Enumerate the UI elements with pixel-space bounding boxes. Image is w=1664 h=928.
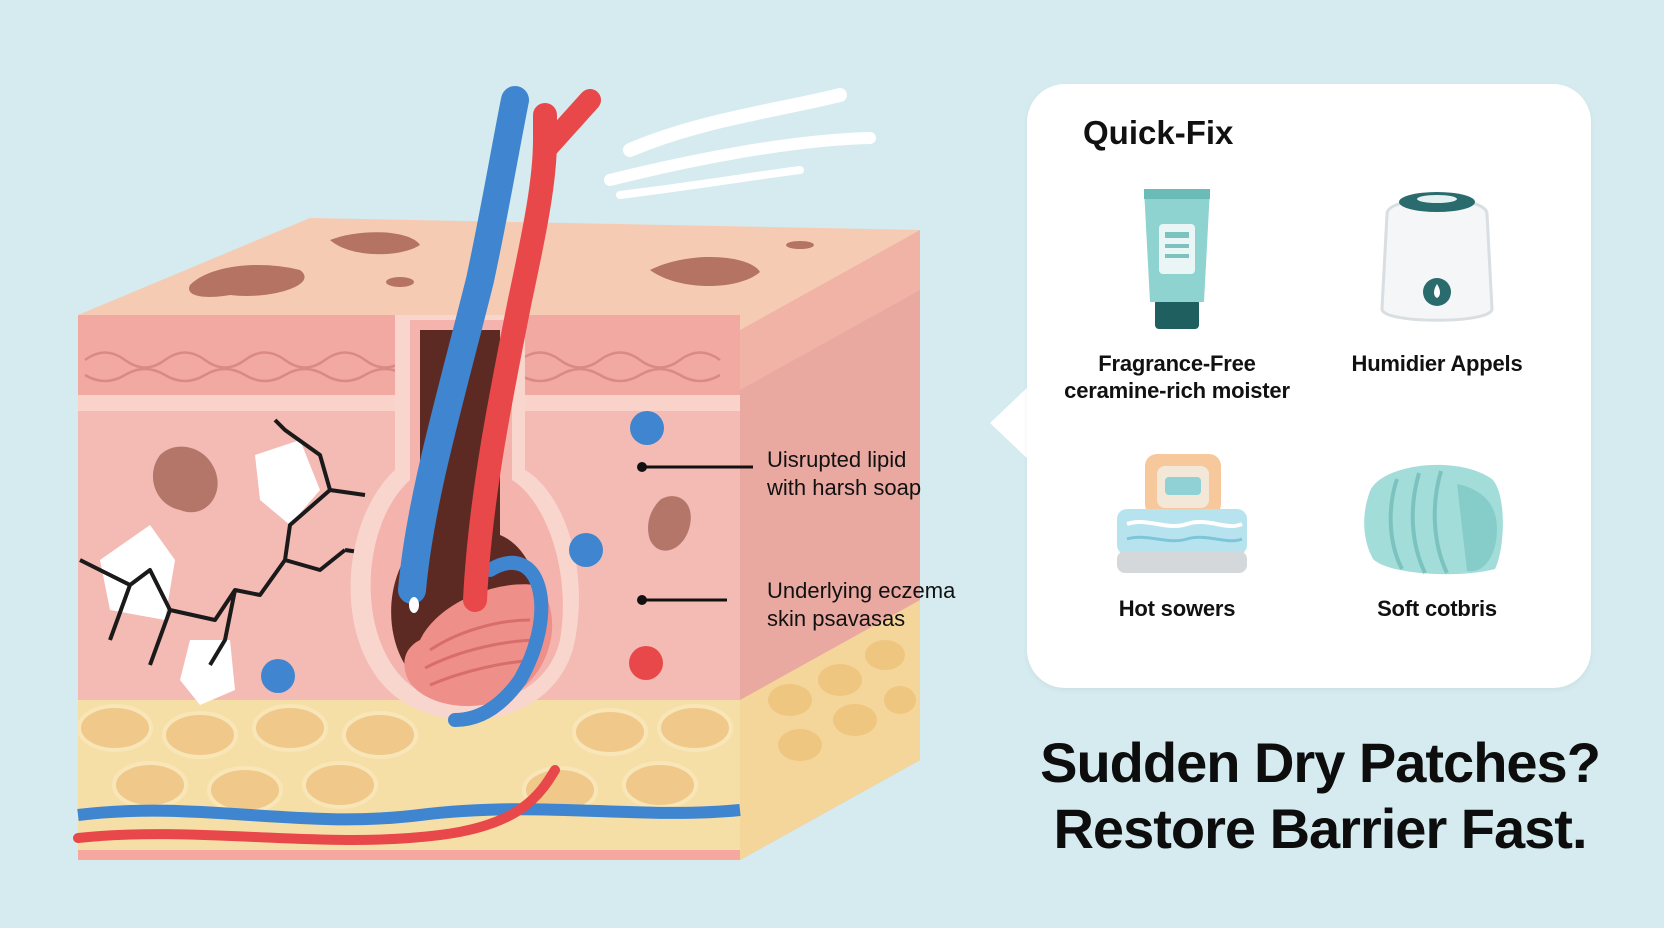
quickfix-label-shower: Hot sowers — [1118, 596, 1236, 621]
callout-eczema-leader — [637, 595, 727, 605]
callout-eczema-label: Underlying eczema skin psavasas — [767, 578, 956, 631]
headline-line-1: Sudden Dry Patches? — [1040, 731, 1601, 794]
bottom-vein — [77, 803, 741, 826]
side-epidermis-layer — [740, 230, 920, 390]
bottom-artery — [73, 765, 560, 845]
hot-shower-icon — [1117, 454, 1247, 573]
artery-fork — [534, 89, 601, 161]
headline-line-2: Restore Barrier Fast. — [1053, 797, 1587, 860]
quickfix-label-humidifier: Humidier Appels — [1351, 351, 1523, 376]
callout-lipid-label: Uisrupted lipid with harsh soap — [767, 447, 922, 500]
dry-patch-spots — [189, 232, 814, 297]
marker-dot-blue-3 — [261, 659, 295, 693]
vein-loop — [448, 556, 549, 727]
humidifier-icon — [1380, 192, 1494, 322]
pigment-spots — [152, 446, 691, 551]
quickfix-card: Quick-Fix Fragrance-Free ceramine-rich m… — [1027, 84, 1591, 688]
marker-dot-blue-1 — [630, 411, 664, 445]
droplet-icon — [409, 597, 419, 613]
epidermis-cell-pattern — [84, 351, 721, 383]
skin-block-top-face — [78, 218, 920, 330]
marker-dot-red — [629, 646, 663, 680]
soft-towel-icon — [1364, 464, 1503, 575]
dry-air-swoosh-icon — [604, 88, 876, 199]
vein-vessel — [398, 86, 529, 604]
quickfix-title: Quick-Fix — [1083, 114, 1234, 151]
callout-lipid-leader — [637, 462, 753, 472]
marker-dot-blue-2 — [569, 533, 603, 567]
quickfix-label-moisturizer: Fragrance-Free ceramine-rich moister — [1064, 351, 1290, 403]
dry-skin-cracks — [79, 418, 406, 705]
quickfix-card-pointer — [990, 385, 1030, 461]
moisturizer-tube-icon — [1144, 189, 1210, 329]
artery-vessel — [463, 103, 557, 612]
bottom-edge — [78, 850, 740, 860]
quickfix-label-towel: Soft cotbris — [1377, 596, 1497, 621]
fat-cells — [77, 704, 733, 814]
side-fat-cells — [768, 640, 916, 761]
headline: Sudden Dry Patches? Restore Barrier Fast… — [1010, 730, 1630, 862]
